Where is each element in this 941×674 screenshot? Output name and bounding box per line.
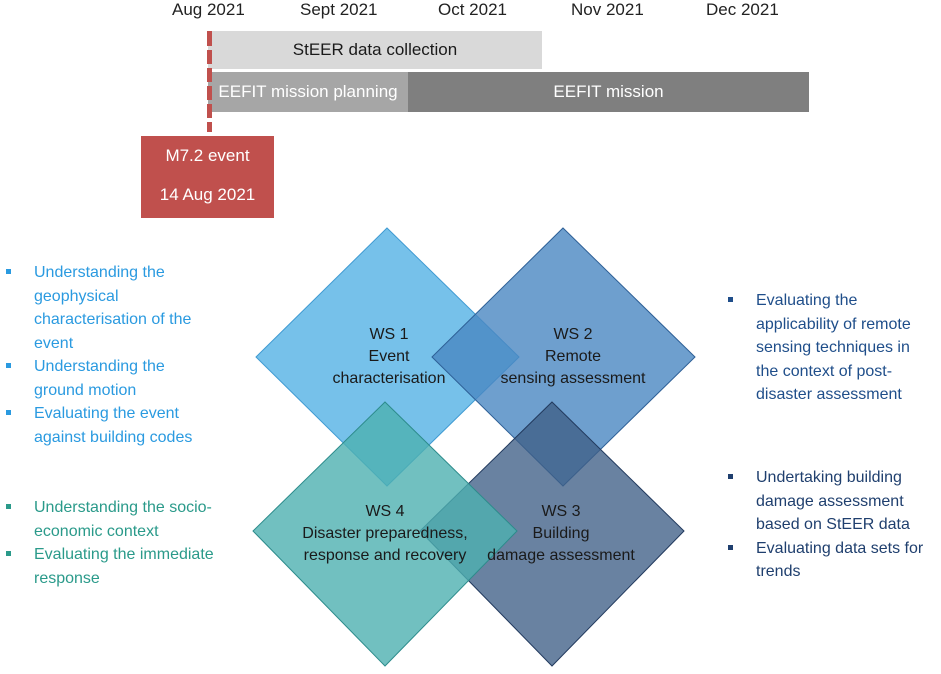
ws1-objective-item: Understanding the geophysical characterisa… (4, 261, 244, 355)
ws1-objective-text: against building codes (34, 428, 193, 446)
month-aug-2021: Aug 2021 (172, 0, 245, 19)
month-nov-2021: Nov 2021 (571, 0, 644, 19)
ws4-objective-item: Evaluating the immediate response (4, 543, 249, 590)
eefit-mission-planning-bar: EEFIT mission planning (208, 72, 408, 112)
ws3-objective-text: Undertaking building (756, 469, 902, 486)
steer-data-collection-bar: StEER data collection (208, 31, 542, 69)
m72-event-box: M7.2 event 14 Aug 2021 (141, 136, 274, 218)
ws1-objective-text: ground motion (34, 381, 137, 399)
ws2-objectives-list: Evaluating the applicability of remote sen… (726, 289, 941, 407)
ws1-objective-text: characterisation of the (34, 311, 192, 328)
ws1-objective-text: event (34, 334, 74, 352)
ws1-id: WS 1 (369, 326, 409, 343)
ws1-objectives-list: Understanding the geophysical characterisa… (4, 261, 244, 449)
ws4-title-line2: response and recovery (303, 547, 467, 564)
ws4-objective-text: Understanding the socio- (34, 499, 212, 516)
ws1-objective-item: Evaluating the event against building cod… (4, 402, 244, 449)
ws4-label: WS 4 Disaster preparedness, response and… (290, 501, 480, 567)
event-marker-dash (207, 31, 212, 46)
event-marker-dash (207, 68, 212, 82)
eefit-mission-planning-label: EEFIT mission planning (218, 82, 398, 101)
steer-data-collection-label: StEER data collection (292, 40, 458, 59)
ws3-label: WS 3 Building damage assessment (476, 501, 646, 567)
ws3-id: WS 3 (541, 503, 581, 520)
month-sept-2021: Sept 2021 (300, 0, 378, 19)
ws3-objective-text: damage assessment (756, 492, 904, 510)
ws2-objective-item: Evaluating the applicability of remote sen… (726, 289, 941, 407)
ws1-title-line1: Event (368, 348, 410, 365)
ws1-objective-text: geophysical (34, 287, 119, 305)
event-marker-dash (207, 122, 212, 132)
ws3-objective-item: Undertaking building damage assessment bas… (726, 466, 941, 537)
ws3-objective-text: based on StEER data (756, 516, 910, 533)
event-marker-dash (207, 50, 212, 64)
ws4-objective-text: Evaluating the immediate (34, 546, 214, 563)
ws2-id: WS 2 (553, 326, 593, 343)
ws3-objective-text: trends (756, 563, 801, 580)
ws1-objective-text: Understanding the (34, 358, 165, 375)
eefit-mission-bar: EEFIT mission (408, 72, 809, 112)
ws4-objective-item: Understanding the socio-economic context (4, 496, 249, 543)
ws2-objective-text: sensing techniques in (756, 339, 910, 356)
ws1-objective-item: Understanding the ground motion (4, 355, 244, 402)
ws4-diamond (252, 401, 518, 667)
ws1-objective-text: Understanding the (34, 264, 165, 281)
ws3-objective-item: Evaluating data sets for trends (726, 537, 941, 584)
ws2-objective-text: applicability of remote (756, 315, 911, 333)
event-marker-dash (207, 86, 212, 100)
ws1-title-line2: characterisation (332, 370, 446, 387)
ws2-objective-text: the context of post- (756, 362, 893, 380)
ws4-id: WS 4 (365, 503, 405, 520)
event-marker-dash (207, 104, 212, 118)
ws3-objective-text: Evaluating data sets for (756, 539, 924, 557)
ws1-label: WS 1 Event characterisation (314, 324, 464, 390)
ws3-objectives-list: Undertaking building damage assessment bas… (726, 466, 941, 584)
ws4-objective-text: economic context (34, 522, 159, 540)
ws4-title-line1: Disaster preparedness, (302, 525, 468, 542)
ws4-objectives-list: Understanding the socio-economic context… (4, 496, 249, 590)
ws3-title-line2: damage assessment (487, 547, 635, 564)
ws1-objective-text: Evaluating the event (34, 405, 179, 422)
ws2-title-line1: Remote (544, 348, 602, 365)
month-dec-2021: Dec 2021 (706, 0, 779, 19)
event-magnitude-label: M7.2 event (165, 146, 250, 165)
month-oct-2021: Oct 2021 (438, 0, 507, 19)
ws4-objective-text: response (34, 569, 100, 587)
ws2-title-line2: sensing assessment (500, 370, 646, 387)
eefit-mission-label: EEFIT mission (553, 82, 664, 101)
ws3-title-line1: Building (532, 525, 590, 542)
ws2-label: WS 2 Remote sensing assessment (488, 324, 658, 390)
ws2-objective-text: Evaluating the (756, 292, 858, 309)
event-date-label: 14 Aug 2021 (159, 185, 256, 204)
ws2-objective-text: disaster assessment (756, 386, 902, 403)
